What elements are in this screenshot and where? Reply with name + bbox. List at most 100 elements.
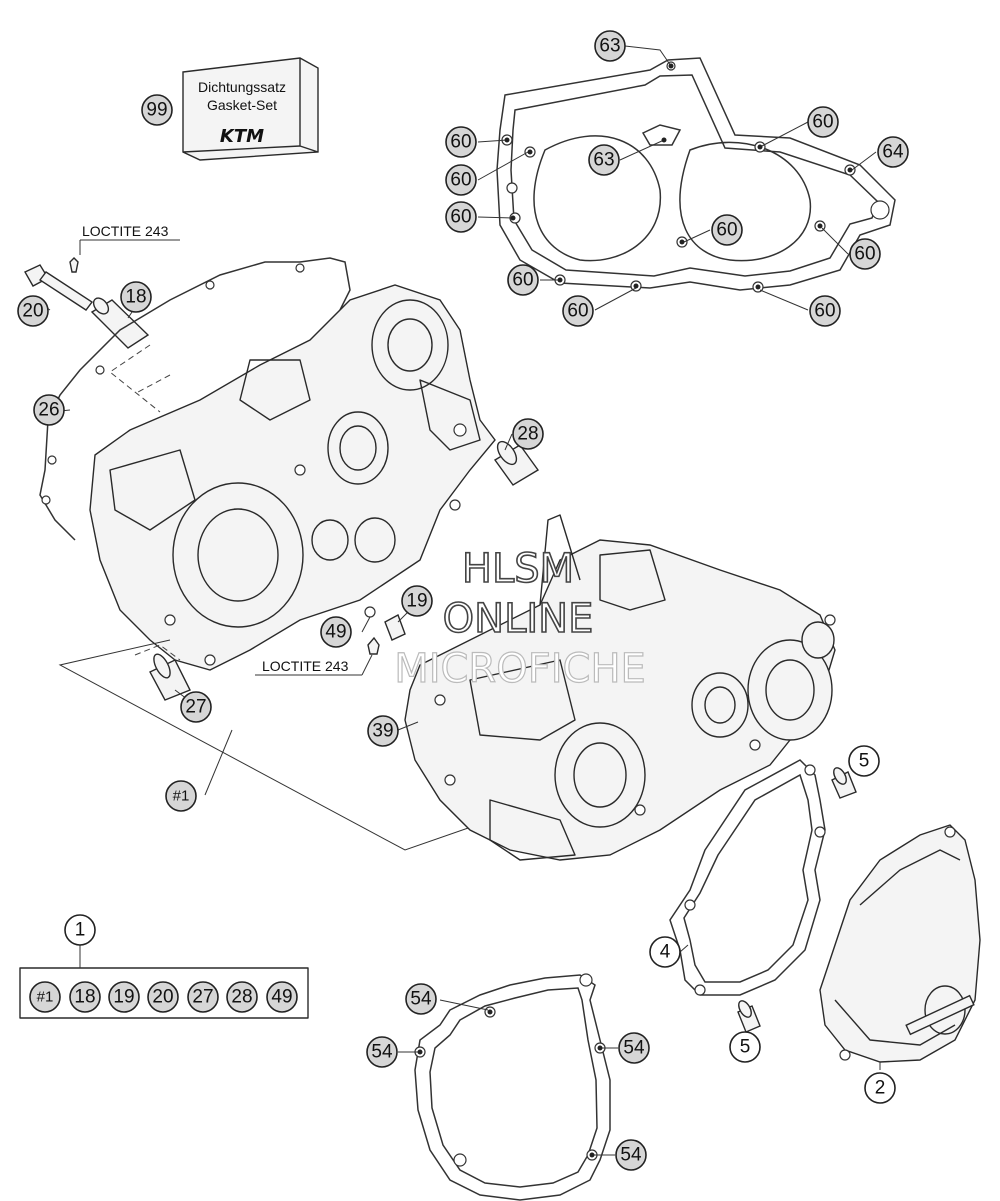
callout-54-a: 54 [405,983,437,1015]
callout-28: 28 [512,418,544,450]
callout-54-b: 54 [366,1036,398,1068]
callout-1: 1 [64,914,96,946]
svg-text:27: 27 [192,987,213,1008]
svg-text:64: 64 [882,142,904,163]
gasket-set-box: Dichtungssatz Gasket-Set KTM [182,57,319,161]
svg-text:54: 54 [620,1145,642,1166]
dowel-sleeve-27 [134,644,191,701]
svg-text:19: 19 [406,591,427,612]
svg-text:#1: #1 [37,989,54,1006]
kit-item-19: 19 [108,981,140,1013]
small-bolts-19-49: LOCTITE 243 [255,606,411,676]
svg-text:20: 20 [22,301,43,322]
right-crankcase-half [397,514,836,861]
ktm-logo: KTM [220,126,264,147]
svg-text:19: 19 [113,987,134,1008]
kit-item-27: 27 [187,981,219,1013]
loctite-drop-icon-2 [367,636,380,655]
dowel-sleeve-5-lower [737,1000,761,1033]
svg-text:1: 1 [75,920,86,941]
svg-text:49: 49 [325,622,346,643]
svg-text:63: 63 [599,36,620,57]
svg-text:54: 54 [623,1038,645,1059]
callout-60-a: 60 [445,126,477,158]
ignition-cover-gasket [669,759,826,996]
gasket-set-line1: Dichtungssatz [198,79,286,95]
callout-49: 49 [320,616,352,648]
callout-60-d: 60 [507,264,539,296]
callout-63-top: 63 [594,30,626,62]
svg-text:5: 5 [859,751,870,772]
assembly-bracket [58,639,521,851]
svg-text:99: 99 [146,100,167,121]
svg-text:4: 4 [660,942,671,963]
svg-text:5: 5 [740,1037,751,1058]
callout-5-upper: 5 [848,745,880,777]
watermark-line2: ONLINE [443,596,594,642]
svg-text:28: 28 [231,987,252,1008]
callout-assembly-1: #1 [165,780,197,812]
svg-text:54: 54 [410,989,432,1010]
svg-text:18: 18 [74,987,95,1008]
bolt-shaft [38,271,94,311]
svg-text:39: 39 [372,721,393,742]
svg-text:#1: #1 [173,788,190,805]
svg-text:60: 60 [450,207,471,228]
svg-text:18: 18 [125,287,146,308]
callout-60-e: 60 [562,295,594,327]
svg-text:28: 28 [517,424,538,445]
svg-text:60: 60 [812,112,833,133]
gasket-set-line2: Gasket-Set [207,97,277,113]
svg-text:2: 2 [875,1078,886,1099]
callout-60-c: 60 [445,201,477,233]
svg-text:60: 60 [716,220,737,241]
kit-item-20: 20 [147,981,179,1013]
callout-26: 26 [33,394,65,426]
crankcase-gasket-top [496,57,896,293]
svg-text:60: 60 [567,301,588,322]
kit-item-1: #1 [29,981,61,1013]
svg-text:60: 60 [814,301,835,322]
callout-60-b: 60 [445,164,477,196]
callout-19: 19 [401,585,433,617]
watermark-line1: HLSM [462,546,574,592]
callout-18: 18 [120,281,152,313]
callout-20: 20 [17,295,49,327]
callout-2: 2 [864,1072,896,1104]
ignition-cover [819,824,981,1070]
callout-99: 99 [141,94,173,126]
callout-60-h: 60 [711,214,743,246]
loctite-note-top: LOCTITE 243 [82,223,169,239]
callout-54-d: 54 [615,1139,647,1171]
left-crankcase-half [39,257,496,671]
svg-text:26: 26 [38,400,59,421]
bolt-and-sleeve: LOCTITE 243 [24,223,180,413]
svg-text:60: 60 [854,244,875,265]
dowel-sleeve-5-upper [831,767,857,799]
watermark: HLSM ONLINE MICROFICHE [394,545,647,692]
kit-item-28: 28 [226,981,258,1013]
leaders-top-right [477,45,877,311]
svg-text:27: 27 [185,697,206,718]
loctite-drop-icon [69,257,79,273]
svg-text:60: 60 [512,270,533,291]
callout-54-c: 54 [618,1032,650,1064]
callout-60-i: 60 [807,106,839,138]
callout-27: 27 [180,691,212,723]
svg-text:49: 49 [271,987,292,1008]
callout-63-mid: 63 [588,144,620,176]
callout-60-f: 60 [809,295,841,327]
svg-text:54: 54 [371,1042,393,1063]
svg-text:60: 60 [450,132,471,153]
callout-60-g: 60 [849,238,881,270]
loctite-note-mid: LOCTITE 243 [262,658,349,674]
svg-text:20: 20 [152,987,173,1008]
kit-item-49: 49 [266,981,298,1013]
callout-64: 64 [877,136,909,168]
svg-text:60: 60 [450,170,471,191]
kit-item-18: 18 [69,981,101,1013]
kit-box [19,945,309,1019]
callout-4: 4 [649,936,681,968]
svg-text:63: 63 [593,150,614,171]
